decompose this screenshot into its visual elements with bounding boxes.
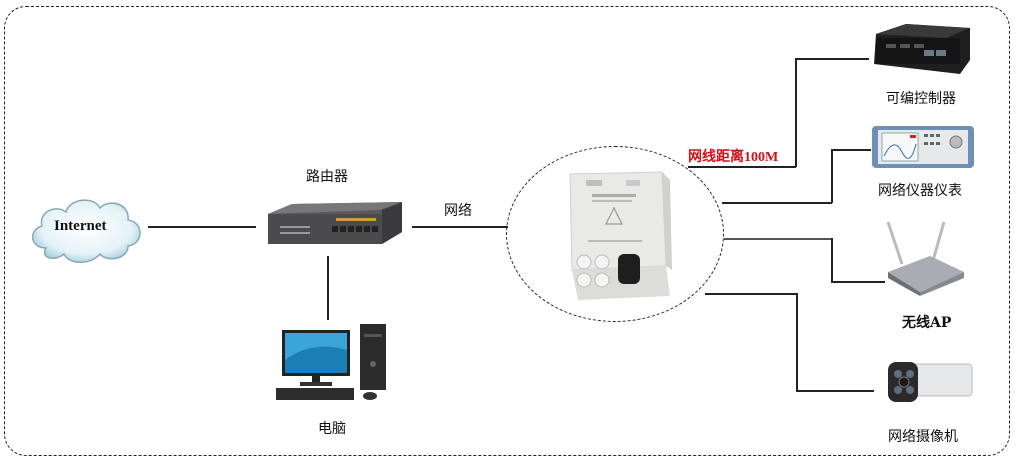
- internet-node: Internet: [24, 190, 148, 268]
- instrument-label: 网络仪器仪表: [878, 183, 962, 199]
- camera-node: [886, 356, 974, 408]
- desktop-computer-icon: [276, 324, 386, 400]
- link-switch-ap: [724, 238, 832, 240]
- link-switch-camera: [705, 293, 797, 295]
- network-instrument-icon: [872, 126, 974, 168]
- internet-label: Internet: [54, 218, 107, 234]
- link-router-pc: [327, 256, 329, 320]
- link-router-switch: [412, 226, 508, 228]
- industrial-switch-icon: [569, 171, 672, 300]
- diagram-frame: [4, 6, 1010, 456]
- wireless-ap-icon: [886, 221, 964, 296]
- router-icon: [268, 202, 402, 244]
- plc-node: [866, 22, 976, 78]
- switch-node: [556, 166, 672, 306]
- plc-controller-icon: [874, 24, 970, 74]
- router-node: [262, 196, 408, 252]
- switch-boundary: [506, 146, 724, 322]
- pc-node: [272, 320, 392, 404]
- network-link-label: 网络: [444, 203, 472, 219]
- pc-label: 电脑: [318, 421, 346, 437]
- plc-label: 可编控制器: [886, 91, 956, 107]
- camera-label: 网络摄像机: [888, 429, 958, 445]
- instrument-node: [870, 122, 976, 170]
- link-switch-plc: [688, 166, 796, 168]
- cloud-icon: [32, 199, 141, 263]
- ap-node: [872, 216, 972, 298]
- link-internet-router: [148, 226, 256, 228]
- ap-label: 无线AP: [902, 315, 952, 331]
- router-label: 路由器: [306, 169, 348, 185]
- cable-distance-label: 网线距离100M: [688, 150, 779, 165]
- link-switch-instrument: [722, 202, 832, 204]
- ip-camera-icon: [888, 362, 973, 402]
